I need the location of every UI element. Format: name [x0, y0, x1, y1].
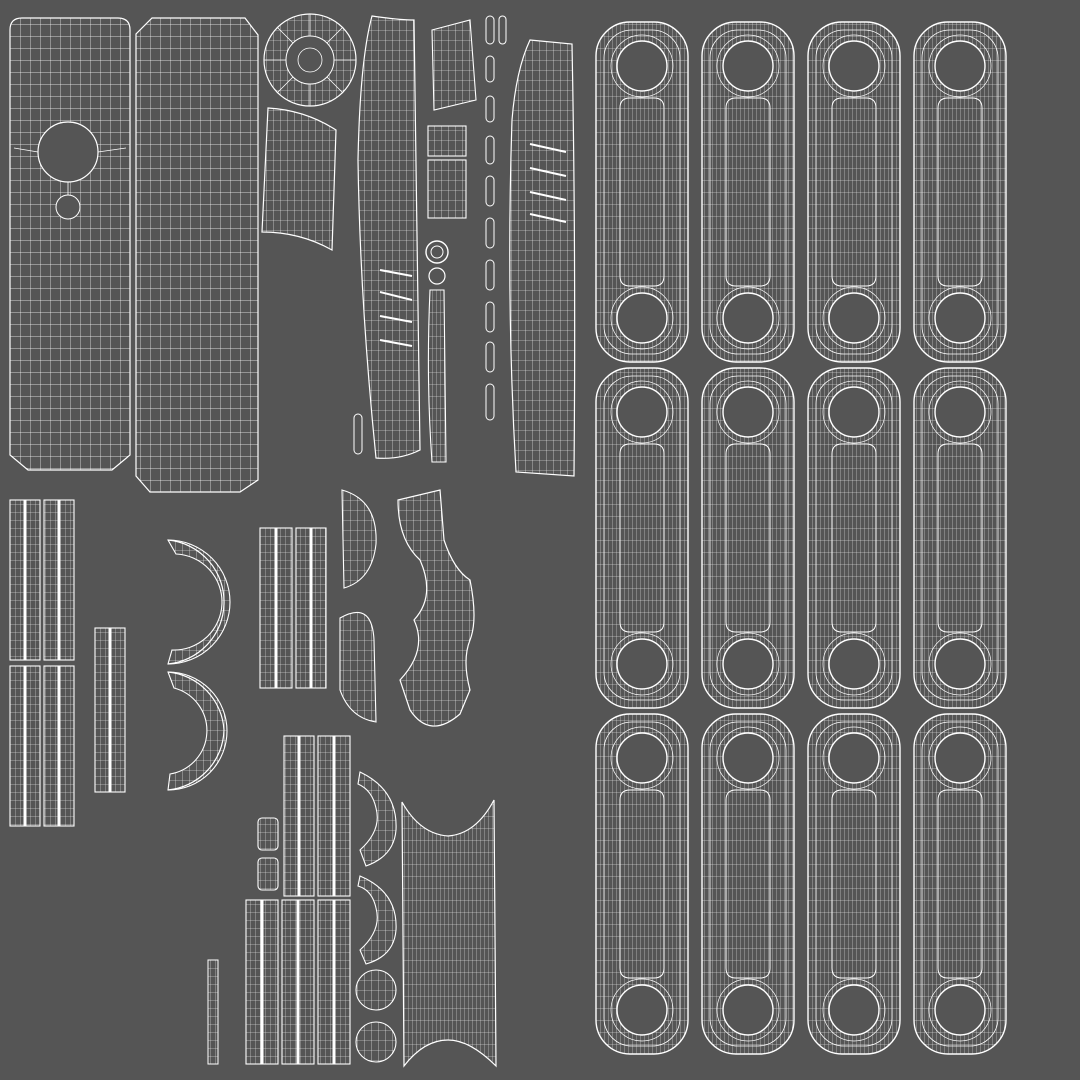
- uv-island-strap-hole: [616, 984, 668, 1036]
- uv-island-curved-strip: [261, 107, 337, 252]
- uv-island-strap: [595, 713, 689, 1055]
- uv-island-strap-hole: [828, 638, 880, 690]
- uv-island-disc: [263, 13, 357, 107]
- uv-island-panel-2: [135, 17, 259, 493]
- uv-island-strap-hole: [722, 386, 774, 438]
- uv-island-strap: [701, 367, 795, 709]
- uv-island-strap-hole: [934, 638, 986, 690]
- uv-island-strips-mid: [259, 527, 327, 689]
- uv-island-handle: [397, 489, 475, 727]
- uv-island-capsules: [353, 15, 507, 455]
- uv-island-strap-hole: [828, 984, 880, 1036]
- uv-island-strap: [913, 367, 1007, 709]
- uv-islands-left: [9, 13, 576, 1068]
- uv-island-strap-hole: [616, 386, 668, 438]
- uv-island-strips-left: [9, 499, 126, 827]
- uv-island-blade-left: [357, 15, 421, 459]
- uv-island-strap: [701, 21, 795, 363]
- uv-island-strap-hole: [828, 40, 880, 92]
- uv-island-strap-hole: [616, 638, 668, 690]
- uv-island-strap: [701, 713, 795, 1055]
- uv-island-strap-hole: [616, 292, 668, 344]
- uv-island-strap-hole: [934, 732, 986, 784]
- uv-island-strap-hole: [934, 984, 986, 1036]
- uv-island-strap: [807, 21, 901, 363]
- uv-island-strap-hole: [934, 292, 986, 344]
- uv-island-strap-hole: [722, 732, 774, 784]
- uv-island-small-bits: [425, 19, 477, 463]
- uv-island-strap: [595, 21, 689, 363]
- uv-island-strap: [913, 21, 1007, 363]
- uv-island-strap-hole: [828, 292, 880, 344]
- uv-island-strap-hole: [616, 732, 668, 784]
- uv-island-strips-lower: [207, 735, 351, 1065]
- uv-island-strap: [807, 367, 901, 709]
- uv-island-saddle: [401, 799, 497, 1068]
- uv-island-strap-hole: [934, 40, 986, 92]
- uv-island-strap-hole: [722, 292, 774, 344]
- uv-island-panel-1: [9, 17, 131, 471]
- uv-island-blade-right: [509, 39, 576, 477]
- uv-island-strap: [595, 367, 689, 709]
- uv-island-strap-hole: [828, 732, 880, 784]
- uv-island-strap-hole: [616, 40, 668, 92]
- uv-island-strap: [913, 713, 1007, 1055]
- uv-island-strap-hole: [722, 984, 774, 1036]
- uv-strap-grid: [595, 21, 1007, 1055]
- uv-island-strap-hole: [722, 638, 774, 690]
- uv-island-strap: [807, 713, 901, 1055]
- uv-island-strap-hole: [722, 40, 774, 92]
- uv-island-strap-hole: [934, 386, 986, 438]
- uv-island-crescents: [355, 771, 397, 1063]
- uv-island-strap-hole: [828, 386, 880, 438]
- uv-island-arcs: [167, 539, 231, 791]
- uv-island-half-ovals: [339, 489, 377, 723]
